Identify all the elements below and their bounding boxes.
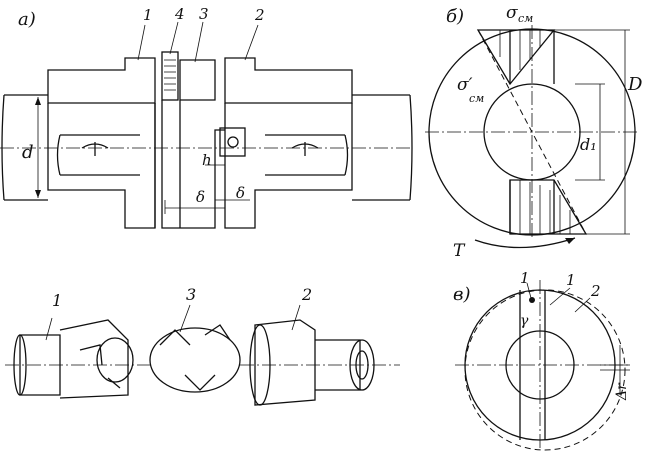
d1-label: d₁ xyxy=(580,135,597,154)
D-label: D xyxy=(627,74,643,95)
panel-v-tag: в) xyxy=(453,284,471,305)
right-half-body xyxy=(224,103,353,229)
isometric-parts: 1 3 2 xyxy=(5,285,400,406)
v-1b-label: 1 xyxy=(566,271,576,289)
leader-1 xyxy=(137,24,146,61)
right-shaft-break xyxy=(409,94,413,201)
v-pin-point xyxy=(529,297,535,303)
leader-3 xyxy=(194,21,204,63)
stress-hatch-bottom xyxy=(519,180,571,234)
panel-b-axes xyxy=(425,25,640,240)
sigma-top-sub: см xyxy=(518,12,533,25)
left-shaft-break xyxy=(1,94,5,201)
leader-2 xyxy=(244,24,259,61)
dim-D-lines xyxy=(554,29,630,235)
left-shaft-outline xyxy=(4,94,48,201)
jaw-lines xyxy=(509,30,555,234)
iso-leader-1 xyxy=(45,317,53,341)
middle-disc-section xyxy=(179,59,216,101)
stress-dashed-line xyxy=(477,29,587,235)
iso-leader-2 xyxy=(291,304,301,331)
panel-a-tag: а) xyxy=(18,9,36,30)
panel-v-eccentric-view: в) 1 1 2 γ Δr xyxy=(453,269,630,451)
d-label: d xyxy=(22,142,34,163)
iso-3-label: 3 xyxy=(186,285,196,304)
sigma-mid-label: σ′ xyxy=(457,75,473,95)
iso-leader-3 xyxy=(179,304,191,333)
v-leaders xyxy=(526,282,591,313)
left-key-symbol xyxy=(81,142,109,156)
h-label: h xyxy=(202,151,212,169)
T-label: T xyxy=(453,241,466,261)
pin-thread xyxy=(164,59,176,91)
iso-part-2-body xyxy=(254,319,316,406)
left-keyway xyxy=(56,134,140,176)
left-half-coupling-section xyxy=(47,57,156,104)
v-1a-label: 1 xyxy=(520,269,530,287)
iso-1-label: 1 xyxy=(52,291,62,310)
v-delta-r-dim xyxy=(600,345,630,395)
delta-dim-right xyxy=(215,194,250,208)
stress-hatch-top xyxy=(499,30,541,70)
sigma-top-label: σ xyxy=(506,3,518,23)
iso-2-label: 2 xyxy=(301,285,312,304)
tenon-hole xyxy=(227,136,239,148)
panel-a-section-view: а) 1 4 3 2 d h δ δ xyxy=(0,5,413,229)
tenon xyxy=(219,127,246,157)
panel-b-stress-view: б) σ см σ′ см D d₁ T xyxy=(425,3,643,261)
part-3-label: 3 xyxy=(199,5,209,23)
iso-part-1-body xyxy=(59,319,129,399)
delta-label-2: δ xyxy=(236,184,245,202)
left-half-body xyxy=(47,103,156,229)
v-2-label: 2 xyxy=(590,282,601,300)
right-key-symbol xyxy=(291,142,319,156)
part-1-label: 1 xyxy=(143,6,153,24)
sigma-mid-sub: см xyxy=(469,92,484,105)
v-delta-r-label: Δr xyxy=(614,382,630,401)
iso-part-3-disc xyxy=(149,327,241,393)
leader-4 xyxy=(169,21,179,55)
delta-label-1: δ xyxy=(196,188,205,206)
delta-dim-left xyxy=(164,200,225,214)
stress-triangle-top xyxy=(476,29,556,86)
iso-part-3-tenons xyxy=(159,324,231,391)
iso-part-1-hub xyxy=(19,334,61,396)
disc-body xyxy=(154,100,225,229)
pin-4 xyxy=(161,51,179,101)
right-keyway xyxy=(265,134,349,176)
torque-arrowhead xyxy=(565,238,575,244)
iso-part-1-jaws xyxy=(79,344,121,389)
right-half-coupling-section xyxy=(224,57,353,104)
v-gamma-label: γ xyxy=(520,313,529,329)
panel-b-tag: б) xyxy=(446,6,464,27)
right-shaft-outline xyxy=(352,94,410,201)
part-2-label: 2 xyxy=(254,6,265,24)
torque-arrow xyxy=(474,237,576,249)
part-4-label: 4 xyxy=(174,5,185,23)
dim-d1-lines xyxy=(575,83,605,181)
